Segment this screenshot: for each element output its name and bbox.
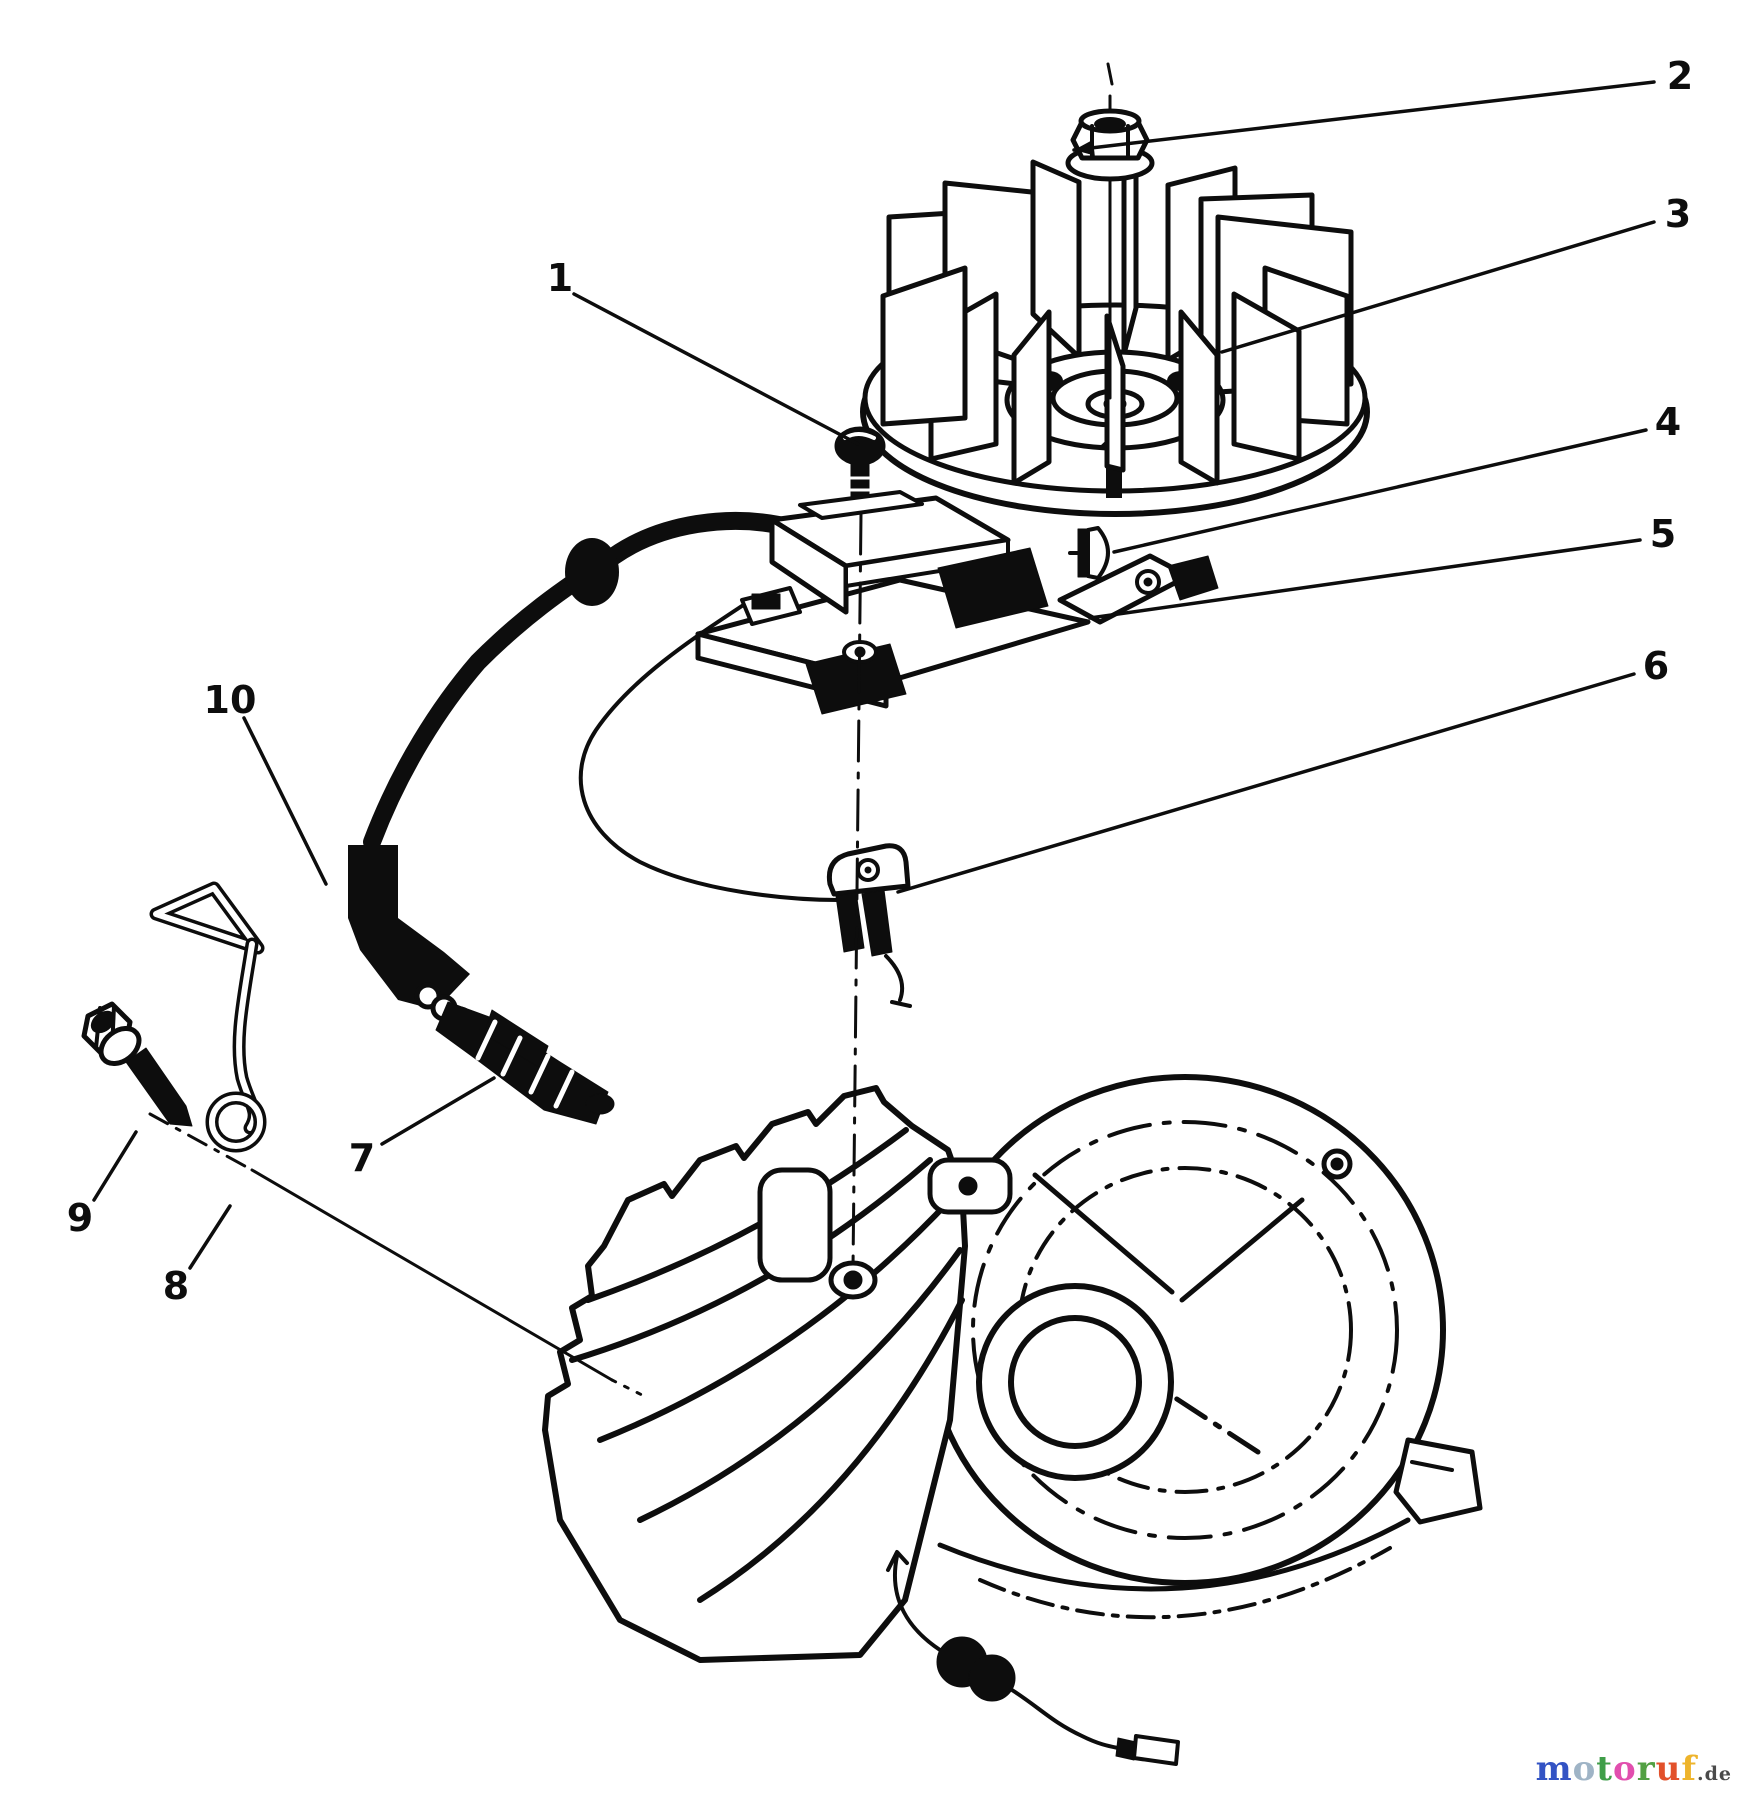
crankcase-housing [864, 1074, 1483, 1620]
spark-plug-lead [348, 511, 801, 1010]
watermark-brand-text: motoruf [1536, 1749, 1697, 1789]
watermark-suffix: .de [1697, 1763, 1732, 1785]
coil-mount-boss [757, 1167, 833, 1283]
watermark-letter: o [1613, 1749, 1637, 1789]
fan-blades-front [880, 265, 1350, 486]
callout-number-3: 3 [1665, 192, 1691, 236]
watermark-letter: m [1535, 1749, 1573, 1789]
callout-leader-9 [92, 1130, 138, 1202]
callout-number-4: 4 [1655, 400, 1681, 444]
flywheel [860, 153, 1370, 517]
coil-axis-centerline [851, 512, 863, 1270]
spade-connector [1132, 1734, 1180, 1766]
spark-plug [414, 982, 615, 1125]
watermark-logo: motoruf.de [1536, 1752, 1732, 1786]
callout-leader-5 [1088, 538, 1642, 620]
flange-bolt [81, 1001, 193, 1127]
wire-guide [149, 881, 267, 1153]
watermark-letter: t [1596, 1749, 1614, 1789]
crankshaft-centerline [1106, 62, 1114, 400]
ignition-coil [695, 490, 1219, 715]
watermark-letter: r [1636, 1749, 1656, 1789]
callout-number-10: 10 [204, 678, 257, 722]
engine-cylinder [542, 1085, 1013, 1663]
callout-layer: 1 2 3 4 5 6 7 8 9 10 [67, 54, 1693, 1308]
flywheel-key [1068, 526, 1110, 580]
callout-number-1: 1 [547, 256, 573, 300]
ground-wire [886, 1550, 1180, 1766]
callout-number-7: 7 [349, 1136, 375, 1180]
kill-wire [578, 600, 840, 902]
spark-plug-boot [348, 845, 470, 1010]
callout-leader-3 [1220, 220, 1656, 354]
callout-leader-4 [1112, 428, 1648, 554]
callout-number-5: 5 [1650, 512, 1676, 556]
callout-leader-10 [242, 716, 328, 886]
callout-leader-8 [188, 1204, 232, 1270]
callout-leader-1 [572, 292, 860, 446]
watermark-letter: u [1655, 1749, 1682, 1789]
callout-number-8: 8 [163, 1264, 189, 1308]
watermark-letter: f [1681, 1749, 1697, 1789]
callout-leader-6 [896, 672, 1636, 894]
lead-grommet [565, 538, 619, 606]
callout-number-2: 2 [1667, 54, 1693, 98]
callout-number-6: 6 [1643, 644, 1669, 688]
callout-number-9: 9 [67, 1196, 93, 1240]
callout-leader-2 [1072, 80, 1656, 152]
wire-clamp [826, 843, 912, 1008]
assembly-centerline [148, 1112, 650, 1400]
callout-arrowhead-2 [1074, 139, 1095, 156]
callout-leader-7 [380, 1076, 496, 1146]
watermark-letter: o [1572, 1749, 1597, 1789]
